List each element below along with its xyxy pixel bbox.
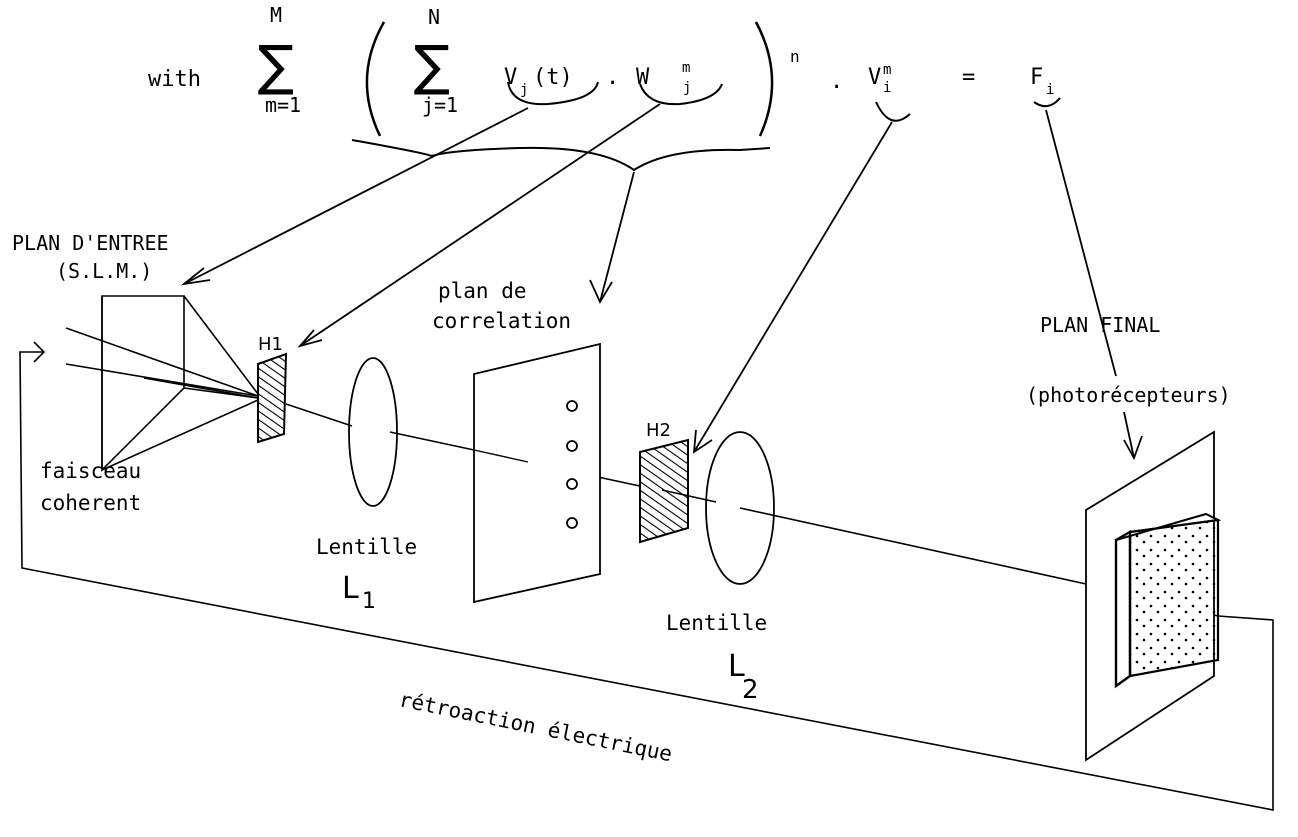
inner-sum-symbol: ∑ xyxy=(414,34,450,97)
correlation-spot-4 xyxy=(566,517,578,529)
vi-term-sup: m xyxy=(883,62,891,78)
v-term-brace xyxy=(507,81,599,106)
equals-sign: = xyxy=(962,65,975,90)
l2-label-base: L xyxy=(728,649,745,684)
l2-label-sub: 2 xyxy=(742,675,759,705)
axis-inside-correlation xyxy=(473,449,529,463)
beam-line-top xyxy=(183,295,259,395)
sum-brace xyxy=(351,139,771,172)
exponent-n: n xyxy=(790,47,800,66)
arrow-sum-to-correlation xyxy=(599,171,635,303)
correlation-spot-1 xyxy=(566,400,578,412)
arrow-v-to-input-plane xyxy=(183,107,529,285)
arrowhead-receptors xyxy=(1123,435,1143,461)
axis-lens1-to-correlation xyxy=(389,431,475,451)
feedback-label: rétroaction électrique xyxy=(397,687,674,766)
lens2-label: Lentille xyxy=(666,611,767,635)
final-plane-label: PLAN FINAL xyxy=(1040,313,1160,337)
feedback-wire xyxy=(19,351,1274,811)
lens1-label: Lentille xyxy=(316,535,417,559)
outer-sum-symbol: ∑ xyxy=(258,34,294,97)
vi-term-sub: i xyxy=(883,80,891,96)
correlation-spot-3 xyxy=(566,478,578,490)
equation: with M ∑ m=1 N ∑ j=1 V j (t) . W m j n .… xyxy=(148,3,1054,137)
input-plane xyxy=(65,295,259,472)
arrowhead-h1 xyxy=(297,329,323,348)
outer-sum-lower: m=1 xyxy=(265,93,301,117)
w-term-sup: m xyxy=(682,60,690,76)
feedback-loop xyxy=(19,341,1274,811)
arrow-w-to-h1 xyxy=(299,103,661,347)
inner-sum-upper: N xyxy=(428,5,440,29)
arrowhead-h2 xyxy=(692,429,713,454)
v-term-base: V xyxy=(504,65,517,90)
f-term-base: F xyxy=(1030,65,1043,90)
final-plane xyxy=(1085,430,1222,762)
beam-line-lower xyxy=(183,387,259,399)
equation-arrows xyxy=(180,103,1143,461)
input-plane-subtitle: (S.L.M.) xyxy=(56,259,152,283)
f-term-sub: i xyxy=(1046,82,1054,98)
arrowhead-input-plane xyxy=(180,267,211,286)
inner-sum-lower: j=1 xyxy=(422,93,458,117)
vi-term-brace xyxy=(875,101,911,122)
h2-label: H2 xyxy=(646,420,671,441)
dot-1: . xyxy=(606,65,619,90)
beam-line-mid-a xyxy=(65,327,259,397)
detector-side xyxy=(1114,529,1132,689)
input-plane-title: PLAN D'ENTREE xyxy=(12,231,169,255)
arrow-vi-to-h2 xyxy=(693,121,893,453)
vi-term-base: V xyxy=(868,65,881,90)
correlation-spot-2 xyxy=(566,440,578,452)
l1-label-base: L xyxy=(342,571,359,606)
h1-label: H1 xyxy=(258,334,283,355)
correlation-label-line1: plan de xyxy=(438,279,527,303)
dot-2: . xyxy=(830,69,843,94)
feedback-arrowhead xyxy=(33,341,46,363)
v-term-sub: j xyxy=(520,82,528,98)
h1-hologram xyxy=(257,352,288,444)
l1-label-sub: 1 xyxy=(362,589,376,614)
axis-h1-to-lens1 xyxy=(285,403,353,427)
left-big-paren xyxy=(365,21,386,137)
w-term-base: W xyxy=(636,65,650,90)
correlation-plane xyxy=(473,342,601,604)
h2-hologram xyxy=(639,438,689,544)
arrow-label-to-receptors xyxy=(1123,411,1135,459)
lens-2 xyxy=(705,431,775,585)
lens-1 xyxy=(348,357,398,507)
outer-sum-upper: M xyxy=(270,3,282,27)
v-term-arg: (t) xyxy=(533,65,573,90)
axis-lens2-to-final xyxy=(739,507,1087,585)
w-term-sub: j xyxy=(683,80,691,96)
right-big-paren xyxy=(754,21,774,137)
correlation-plane-sheet xyxy=(473,342,601,604)
beam-label-line2: coherent xyxy=(40,491,141,515)
photoreceptors-label: (photorécepteurs) xyxy=(1026,383,1231,407)
arrow-f-to-final-plane xyxy=(1045,109,1117,377)
w-term-brace xyxy=(639,83,723,106)
arrowhead-correlation xyxy=(589,279,613,304)
photoreceptor-array xyxy=(1128,518,1220,678)
equation-underbraces xyxy=(351,81,1061,172)
f-term-brace xyxy=(1033,97,1061,108)
equation-prefix: with xyxy=(148,67,201,92)
beam-line-bottom xyxy=(101,399,259,471)
beam-label-line1: faisceau xyxy=(40,459,141,483)
beam-line-mid-b xyxy=(65,363,259,397)
correlation-label-line2: correlation xyxy=(432,309,571,333)
